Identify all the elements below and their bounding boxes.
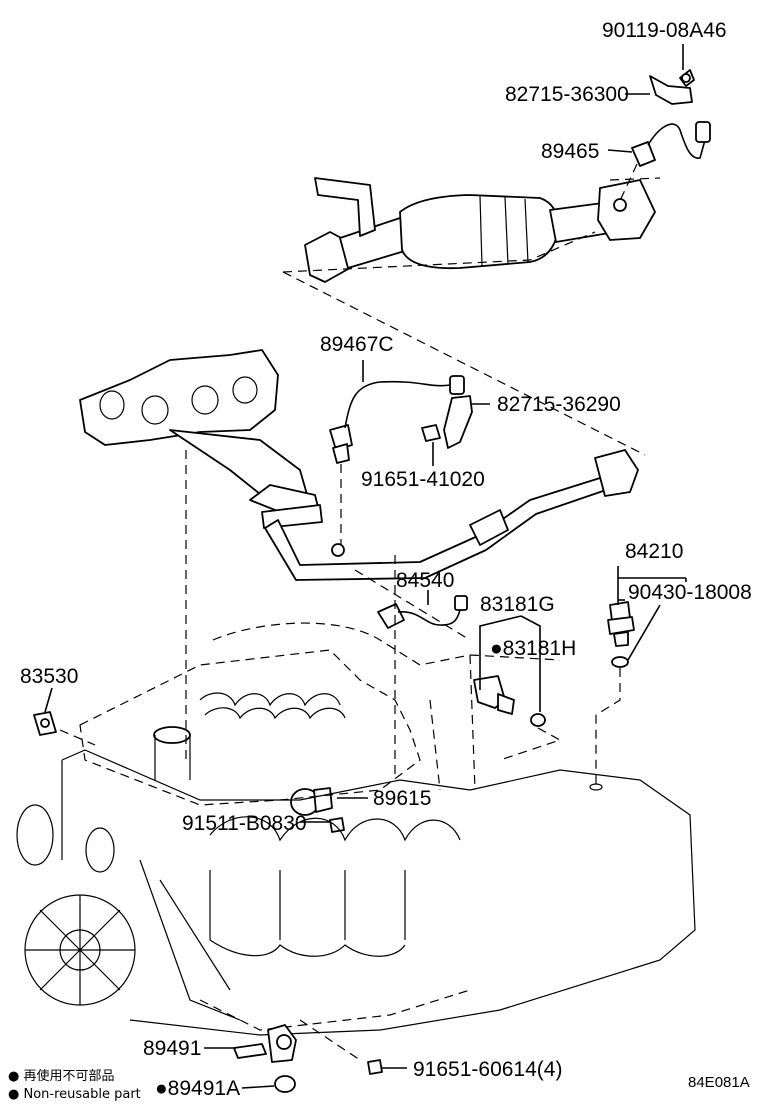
label-83530: 83530: [20, 665, 78, 688]
label-91651-41020: 91651-41020: [361, 468, 485, 491]
legend-japanese: ● 再使用不可部品: [8, 1068, 114, 1084]
catalytic-converter-drawing: [282, 177, 661, 456]
label-89467c: 89467C: [320, 333, 394, 356]
label-89491: 89491: [143, 1037, 201, 1060]
label-89465: 89465: [541, 140, 599, 163]
label-89491a: ●89491A: [155, 1077, 240, 1100]
temperature-sensor-drawing: [33, 711, 57, 736]
label-82715-36290: 82715-36290: [497, 393, 621, 416]
bracket-82715-36290-drawing: [421, 395, 473, 449]
label-90119-08a46: 90119-08A46: [602, 19, 727, 42]
label-83181g: 83181G: [480, 593, 555, 616]
label-90430-18008: 90430-18008: [628, 581, 752, 604]
sensor-bracket-89491-drawing: [233, 1024, 383, 1093]
rear-oxygen-sensor-drawing: [617, 121, 711, 206]
label-91651-60614: 91651-60614(4): [413, 1058, 562, 1081]
label-82715-36300: 82715-36300: [505, 83, 629, 106]
front-oxygen-sensor-drawing: [329, 375, 465, 545]
label-89615: 89615: [373, 787, 431, 810]
crank-position-sensor-drawing: [473, 675, 562, 761]
legend-english: ● Non-reusable part: [8, 1087, 141, 1102]
label-84210: 84210: [625, 540, 683, 563]
label-91511-b0830: 91511-B0830: [182, 812, 307, 835]
exhaust-manifold-drawing: [79, 349, 323, 529]
label-83181h: ●83181H: [490, 637, 576, 660]
bracket-82715-36300-drawing: [649, 69, 695, 105]
leader-lines: [44, 44, 687, 1089]
front-exhaust-pipe-drawing: [264, 449, 639, 581]
knock-sensor-drawing: [377, 595, 468, 629]
diagram-code: 84E081A: [688, 1074, 750, 1091]
engine-block-drawing: [16, 450, 696, 1061]
oil-pressure-switch-drawing: [589, 601, 635, 791]
label-84540: 84540: [396, 569, 454, 592]
